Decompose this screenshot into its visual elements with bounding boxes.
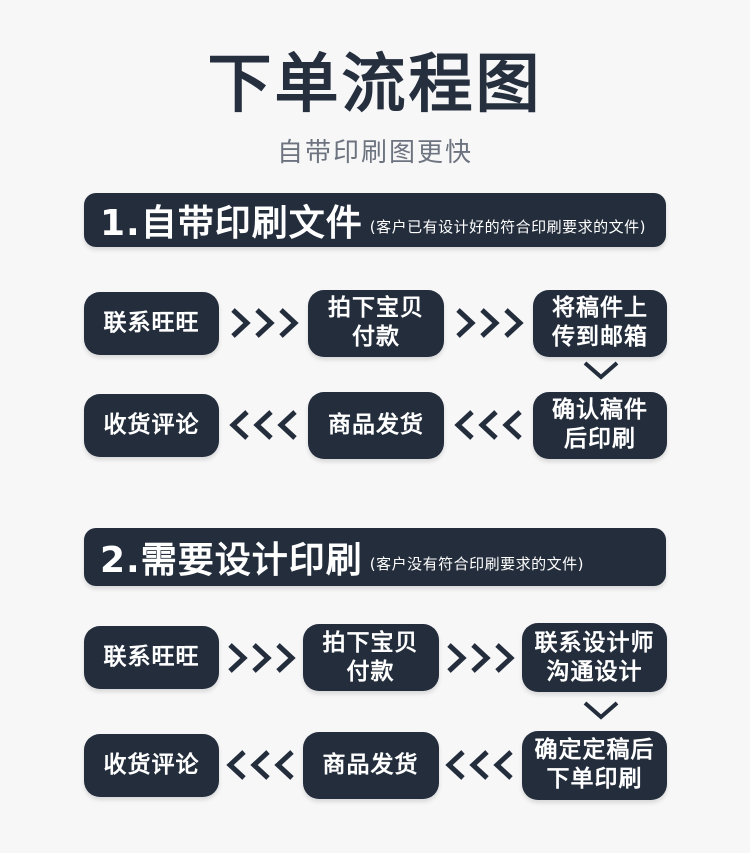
chevron-down-icon <box>583 701 619 720</box>
flow-node-line: 商品发货 <box>322 751 419 778</box>
flow-node-line: 后印刷 <box>564 426 636 452</box>
flow-node-ship-goods: 商品发货 <box>308 391 444 459</box>
page-title: 下单流程图 <box>207 48 543 122</box>
chevron-right-triple-icon <box>228 642 296 673</box>
section2-heading-note: (客户没有符合印刷要求的文件) <box>369 554 584 573</box>
flow-node-purchase-pay: 拍下宝贝 付款 <box>302 624 439 691</box>
chevron-left-triple-icon <box>445 750 513 780</box>
chevron-down-icon <box>583 361 619 380</box>
flow-node-line: 确定定稿后 <box>534 737 655 763</box>
flow-node-contact-wangwang: 联系旺旺 <box>84 626 219 689</box>
flow-node-upload-file: 将稿件上 传到邮箱 <box>533 289 667 357</box>
section2-row2: 收货评论 商品发货 确定定稿后 下单印刷 <box>84 730 667 800</box>
chevron-right-triple-icon <box>447 642 515 673</box>
chevron-left-triple-icon <box>453 410 522 440</box>
section2-heading: 2.需要设计印刷 <box>100 540 363 581</box>
flow-node-line: 付款 <box>352 324 400 350</box>
flow-node-line: 将稿件上 <box>552 295 648 321</box>
section1-row1: 联系旺旺 拍下宝贝 付款 将稿件上 传到邮箱 <box>84 289 667 357</box>
flow-node-receive-review: 收货评论 <box>84 733 219 797</box>
flow-node-ship-goods: 商品发货 <box>302 731 439 799</box>
chevron-left-triple-icon <box>228 410 297 440</box>
flow-node-line: 联系旺旺 <box>103 644 200 670</box>
chevron-right-triple-icon <box>455 308 524 338</box>
flow-node-line: 收货评论 <box>103 411 200 438</box>
flow-node-line: 传到邮箱 <box>552 324 648 350</box>
flow-node-line: 商品发货 <box>328 411 424 438</box>
section1-header: 1.自带印刷文件 (客户已有设计好的符合印刷要求的文件) <box>84 193 666 247</box>
section2-row1: 联系旺旺 拍下宝贝 付款 联系设计师 沟通设计 <box>84 623 667 692</box>
flow-node-line: 付款 <box>346 658 395 685</box>
flow-node-line: 联系设计师 <box>534 629 655 656</box>
flow-node-line: 沟通设计 <box>546 658 643 685</box>
flow-node-contact-wangwang: 联系旺旺 <box>84 291 219 355</box>
flow-node-line: 联系旺旺 <box>103 309 200 336</box>
flow-node-line: 下单印刷 <box>546 766 643 792</box>
section1-heading: 1.自带印刷文件 <box>100 203 363 244</box>
flow-node-line: 拍下宝贝 <box>322 629 419 656</box>
section2-header: 2.需要设计印刷 (客户没有符合印刷要求的文件) <box>84 528 666 586</box>
page-subtitle: 自带印刷图更快 <box>276 138 473 168</box>
flow-node-purchase-pay: 拍下宝贝 付款 <box>308 289 444 357</box>
flow-node-contact-designer: 联系设计师 沟通设计 <box>522 623 667 692</box>
section1-row2: 收货评论 商品发货 确认稿件 后印刷 <box>84 391 667 459</box>
chevron-right-triple-icon <box>230 308 299 338</box>
flow-node-confirm-print: 确认稿件 后印刷 <box>533 391 667 459</box>
flow-node-line: 拍下宝贝 <box>328 295 424 321</box>
chevron-left-triple-icon <box>226 750 294 780</box>
flow-node-line: 收货评论 <box>103 751 200 778</box>
flow-node-finalize-order-print: 确定定稿后 下单印刷 <box>522 730 667 800</box>
section1-heading-note: (客户已有设计好的符合印刷要求的文件) <box>369 217 646 236</box>
flow-node-line: 确认稿件 <box>552 397 648 423</box>
flow-node-receive-review: 收货评论 <box>84 393 219 457</box>
